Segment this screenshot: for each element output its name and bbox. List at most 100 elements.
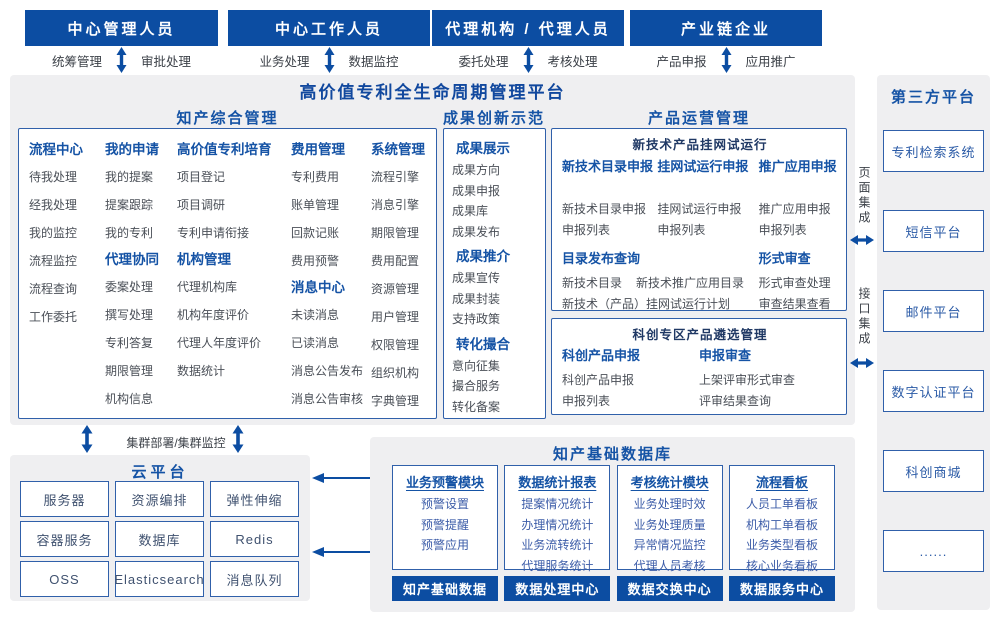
- group-header: 流程看板: [755, 475, 808, 490]
- role-label: 委托处理: [458, 54, 509, 69]
- menu-item: 代理人年度评价: [177, 336, 262, 350]
- menu-item: 成果方向: [452, 163, 501, 177]
- menu-item: 提案跟踪: [105, 198, 154, 212]
- actor-bar-agencies: 代理机构 / 代理人员: [432, 10, 624, 46]
- menu-item: 预警设置: [420, 497, 469, 511]
- menu-item: 工作委托: [29, 310, 78, 324]
- menu-item: 提案情况统计: [521, 497, 594, 511]
- menu-list: 未读消息已读消息消息公告发布消息公告审核: [291, 301, 363, 413]
- sci-tech-selection-box: 科创专区产品遴选管理 科创产品申报 科创产品申报申报列表 申报审查 上架评审形式…: [551, 318, 847, 415]
- third-party-box: ......: [883, 530, 984, 572]
- actor-roles: 统筹管理 审批处理: [25, 46, 218, 74]
- cluster-label: 集群部署/集群监控: [126, 436, 226, 450]
- menu-list: 待我处理经我处理我的监控流程监控流程查询工作委托: [29, 163, 83, 331]
- menu-item: 申报列表: [657, 223, 706, 237]
- menu-item: 评审结果查询: [699, 394, 772, 408]
- col-trial-run-apply: 挂网试运行申报 挂网试运行申报申报列表: [657, 158, 758, 241]
- group-header: 业务预警模块: [405, 475, 484, 490]
- menu-item: 专利费用: [291, 170, 340, 184]
- group-header: 成果展示: [456, 141, 510, 156]
- actor-bar-industry-chain: 产业链企业: [630, 10, 822, 46]
- group-header: 挂网试运行申报: [657, 159, 749, 174]
- menu-item: 组织机构: [371, 366, 420, 380]
- achievement-box: 成果展示 成果方向成果申报成果库成果发布 成果推介 成果宣传成果封装支持政策 转…: [443, 128, 546, 419]
- menu-item: 代理人员考核: [633, 558, 706, 573]
- group-header: 成果推介: [456, 249, 510, 264]
- menu-item: 成果封装: [452, 291, 501, 306]
- menu-item: 专利申请衔接: [177, 226, 250, 240]
- menu-item: 消息公告发布: [291, 364, 364, 378]
- menu-list: 成果宣传成果封装支持政策: [452, 268, 545, 330]
- menu-item: 新技术（产品）挂网试运行计划: [562, 297, 731, 311]
- menu-list: 意向征集撮合服务转化备案: [452, 356, 545, 418]
- menu-item: 委案处理: [105, 280, 154, 294]
- menu-item: 审查结果查看: [758, 297, 831, 311]
- group-header: 新技术目录申报: [562, 159, 654, 174]
- group-header: 推广应用申报: [758, 159, 837, 174]
- menu-item: 回款记账: [291, 226, 340, 240]
- menu-item: 业务流转统计: [521, 538, 594, 552]
- db-col-assessment: 考核统计模块 业务处理时效业务处理质量异常情况监控代理人员考核: [616, 465, 723, 573]
- menu-item: 新技术目录: [562, 276, 623, 290]
- group-header: 机构管理: [177, 252, 231, 267]
- menu-item: 预警应用: [420, 538, 469, 552]
- menu-list: 人员工单看板机构工单看板业务类型看板核心业务看板: [730, 494, 834, 576]
- col-hv-patent-cultivation: 高价值专利培育 项目登记项目调研专利申请衔接 机构管理 代理机构库机构年度评价代…: [177, 137, 272, 385]
- col-promo-apply: 推广应用申报 推广应用申报申报列表: [759, 158, 838, 241]
- menu-item: 挂网试运行申报: [657, 202, 742, 216]
- menu-item: 核心业务看板: [745, 558, 818, 573]
- data-center-box: 数据处理中心: [504, 576, 611, 601]
- section-title-cloud: 云平台: [131, 464, 189, 481]
- menu-item: 成果发布: [452, 224, 501, 239]
- group-header: 高价值专利培育: [177, 142, 272, 157]
- actor-bar-center-managers: 中心管理人员: [25, 10, 218, 46]
- menu-list: 提案情况统计办理情况统计业务流转统计代理服务统计: [505, 494, 609, 576]
- section-title-product-ops: 产品运营管理: [647, 110, 750, 127]
- menu-item: 业务类型看板: [745, 538, 818, 552]
- menu-item: 办理情况统计: [521, 517, 594, 532]
- db-col-statistics: 数据统计报表 提案情况统计办理情况统计业务流转统计代理服务统计: [504, 465, 611, 573]
- menu-list: 形式审查处理审查结果查看: [759, 273, 838, 315]
- group-header: 科创产品申报: [562, 348, 641, 363]
- menu-item: 新技术目录申报: [562, 202, 647, 216]
- menu-item: 撮合服务: [452, 379, 501, 393]
- third-party-box: 数字认证平台: [883, 370, 984, 412]
- section-title-third-party: 第三方平台: [890, 89, 976, 106]
- menu-item: 已读消息: [291, 336, 340, 350]
- menu-item: 预警提醒: [420, 517, 469, 532]
- group-header: 费用管理: [291, 142, 345, 157]
- group-header: 系统管理: [371, 142, 425, 157]
- menu-list: 业务处理时效业务处理质量异常情况监控代理人员考核: [618, 494, 722, 576]
- group-header: 目录发布查询: [562, 251, 641, 266]
- menu-item: 支持政策: [452, 312, 501, 326]
- menu-list: 预警设置预警提醒预警应用: [393, 494, 497, 556]
- subbox-title: 科创专区产品遴选管理: [632, 328, 768, 342]
- col-process-center: 流程中心 待我处理经我处理我的监控流程监控流程查询工作委托: [29, 137, 83, 331]
- menu-item: 申报列表: [758, 223, 807, 237]
- menu-item: 申报列表: [562, 394, 611, 408]
- cloud-service-box: 消息队列: [210, 561, 299, 597]
- menu-item: 代理机构库: [177, 280, 238, 294]
- cloud-service-box: Elasticsearch: [114, 561, 204, 597]
- menu-item: 流程引擎: [371, 170, 420, 184]
- menu-item: 数据统计: [177, 364, 226, 378]
- api-integration-label: 接口集成: [857, 287, 871, 347]
- menu-item: 资源管理: [371, 282, 420, 296]
- group-header: 考核统计模块: [630, 475, 709, 490]
- group-header: 转化撮合: [456, 336, 510, 352]
- menu-item: 未读消息: [291, 308, 340, 322]
- menu-item: 撰写处理: [105, 308, 154, 322]
- role-label: 考核处理: [547, 54, 598, 69]
- menu-list: 新技术目录申报申报列表: [562, 199, 657, 241]
- actor-roles: 委托处理 考核处理: [432, 46, 624, 74]
- section-title-data-library: 知产基础数据库: [552, 446, 672, 463]
- cloud-service-box: 弹性伸缩: [210, 481, 299, 517]
- menu-list: 新技术目录新技术推广应用目录: [562, 273, 759, 294]
- third-party-box: 短信平台: [883, 210, 984, 252]
- group-header: 代理协同: [105, 252, 159, 267]
- menu-item: 期限管理: [105, 364, 154, 378]
- menu-item: 转化备案: [452, 399, 501, 414]
- third-party-box: 邮件平台: [883, 290, 984, 332]
- menu-item: 消息引擎: [371, 198, 420, 212]
- double-arrow-vertical-icon: [231, 425, 245, 453]
